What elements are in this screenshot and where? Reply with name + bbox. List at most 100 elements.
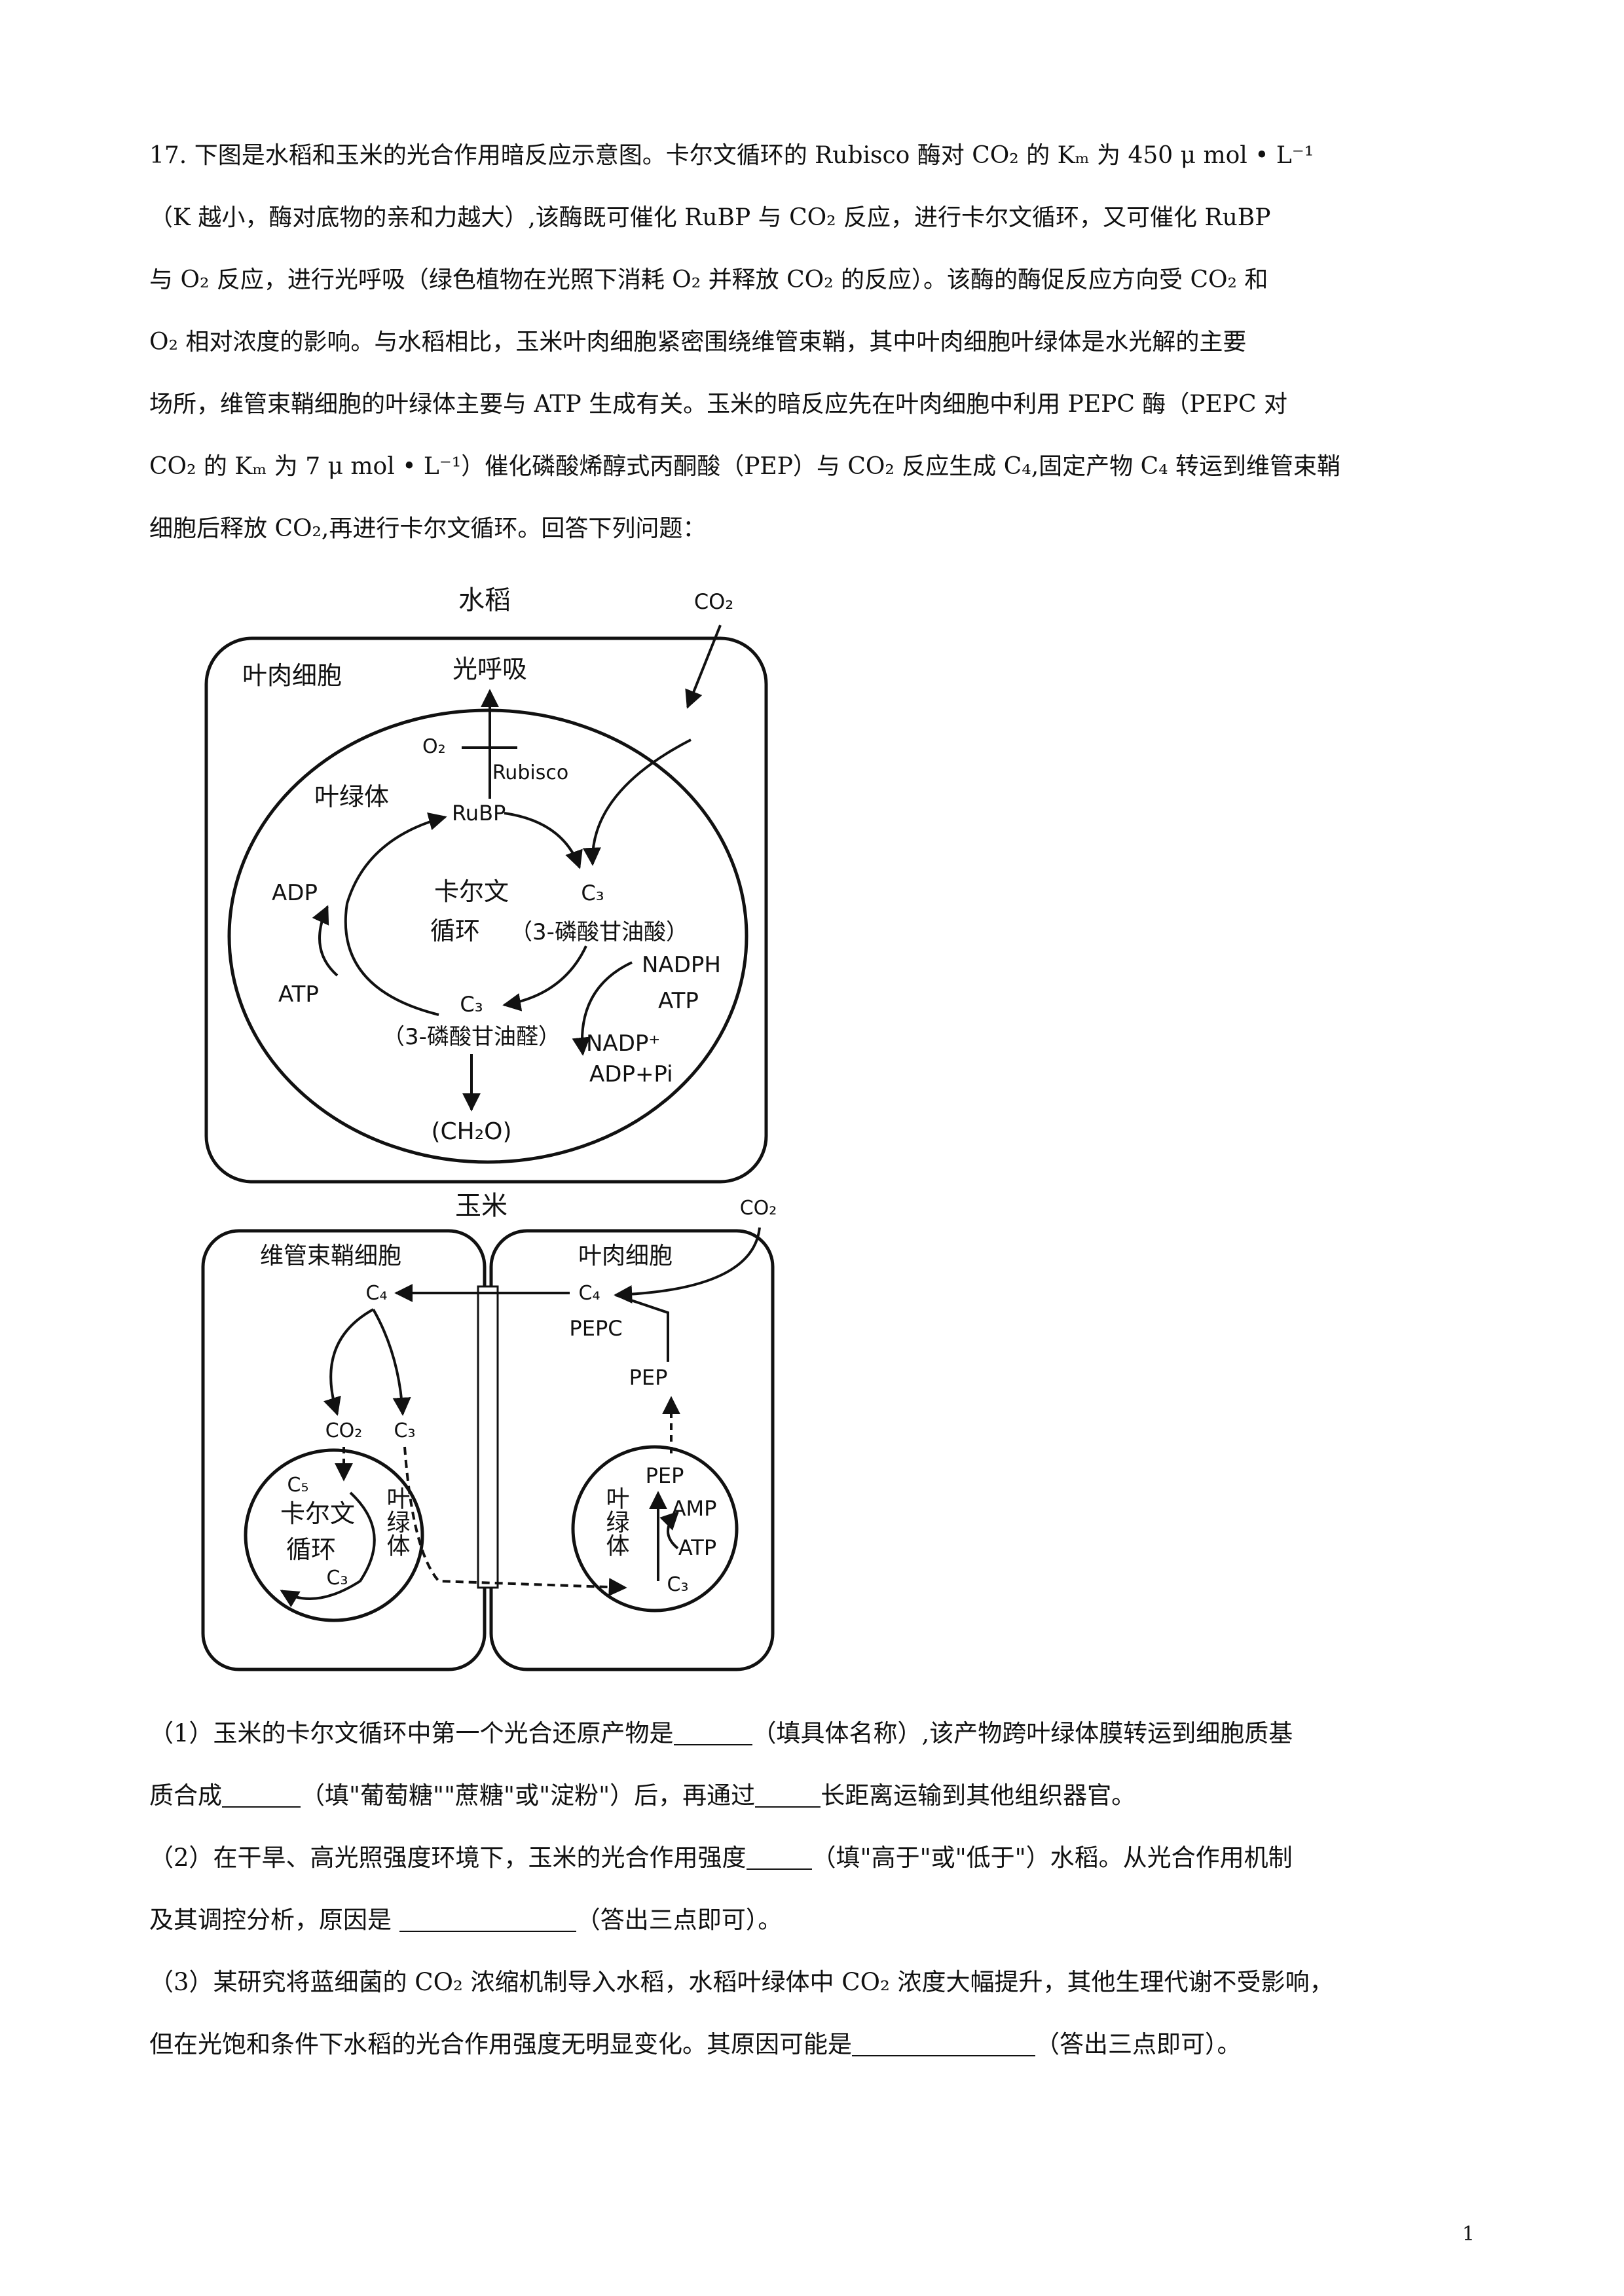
rubp-label: RuBP [452, 801, 506, 826]
maize-atp-label: ATP [678, 1535, 716, 1560]
c3-cycle-label: C₃ [327, 1567, 348, 1590]
sq3-line-1: （3）某研究将蓝细菌的 CO₂ 浓缩机制导入水稻，水稻叶绿体中 CO₂ 浓度大幅… [149, 1951, 1485, 2013]
mesophyll-chloroplast [571, 1445, 739, 1613]
intro-line-6: CO₂ 的 Kₘ 为 7 μ mol • L⁻¹）催化磷酸烯醇式丙酮酸（PEP）… [149, 453, 1341, 480]
c3-bottom-name: （3-磷酸甘油醛） [382, 1024, 561, 1050]
photorespiration-label: 光呼吸 [452, 655, 527, 683]
answer-blank-1[interactable] [673, 1718, 752, 1745]
c5-label: C₅ [287, 1474, 309, 1497]
arrow-maize-co2-in [614, 1227, 761, 1304]
rice-arrows [312, 625, 722, 1112]
nadp-label: NADP⁺ [586, 1030, 660, 1057]
cycle-label-2: 循环 [430, 917, 480, 945]
intro-line-1: 17. 下图是水稻和玉米的光合作用暗反应示意图。卡尔文循环的 Rubisco 酶… [149, 124, 1479, 187]
adp-pi-label: ADP+Pi [589, 1061, 673, 1087]
arrow-c3-to-rubp [344, 812, 447, 1016]
arrow-nadph-to-nadp [572, 961, 633, 1056]
maize-co2-label: CO₂ [740, 1197, 777, 1220]
arrow-c4-to-co2 [323, 1308, 374, 1416]
sq3-text-b: 但在光饱和条件下水稻的光合作用强度无明显变化。其原因可能是 [149, 2030, 852, 2058]
page-number: 1 [1462, 2223, 1475, 2246]
intro-text-1: 下图是水稻和玉米的光合作用暗反应示意图。卡尔文循环的 Rubisco 酶对 CO… [194, 142, 1314, 169]
rice-co2-label: CO₂ [694, 589, 733, 614]
answer-blank-4[interactable] [746, 1842, 812, 1870]
plasmodesma-channel [477, 1285, 499, 1589]
answer-blank-2[interactable] [222, 1780, 301, 1808]
ch2o-label: (CH₂O) [431, 1118, 511, 1145]
sq1-text-c: 质合成 [149, 1781, 222, 1810]
sq2-text-c: 及其调控分析，原因是 [149, 1906, 399, 1934]
pep-inner-label: PEP [646, 1463, 684, 1488]
bundle-sheath-label: 维管束鞘细胞 [260, 1243, 401, 1269]
sq3-text-c: （答出三点即可）。 [1035, 2030, 1242, 2058]
sq2-text-d: （答出三点即可）。 [576, 1906, 783, 1934]
arrow-co2-in [685, 625, 722, 709]
c3-top-label: C₃ [581, 881, 604, 905]
intro-line-3: 与 O₂ 反应，进行光呼吸（绿色植物在光照下消耗 O₂ 并释放 CO₂ 的反应）… [149, 266, 1268, 293]
rice-diagram: 水稻 CO₂ 叶肉细胞 光呼吸 叶绿体 O₂ Rubisco RuBP 卡尔文 … [204, 585, 768, 1184]
atp-left-label: ATP [278, 981, 319, 1008]
arrow-c3-to-mesophyll [403, 1446, 627, 1597]
rice-title: 水稻 [458, 585, 511, 615]
question-number: 17. [149, 142, 187, 169]
o2-label: O₂ [422, 735, 446, 758]
intro-line-7: 细胞后释放 CO₂,再进行卡尔文循环。回答下列问题： [149, 515, 707, 542]
photosynthesis-diagram: 水稻 CO₂ 叶肉细胞 光呼吸 叶绿体 O₂ Rubisco RuBP 卡尔文 … [201, 585, 777, 1671]
intro-line-4: O₂ 相对浓度的影响。与水稻相比，玉米叶肉细胞紧密围绕维管束鞘，其中叶肉细胞叶绿… [149, 329, 1247, 355]
cycle-label-1: 卡尔文 [434, 877, 509, 906]
maize-title: 玉米 [455, 1191, 507, 1221]
sub-question-2: （2）在干旱、高光照强度环境下，玉米的光合作用强度 （填"高于"或"低于"）水稻。… [149, 1827, 1485, 1951]
sq1-line-1: （1）玉米的卡尔文循环中第一个光合还原产物是 （填具体名称）,该产物跨叶绿体膜转运… [149, 1702, 1485, 1764]
sq1-text-a: （1）玉米的卡尔文循环中第一个光合还原产物是 [149, 1719, 674, 1747]
answer-blank-6[interactable] [852, 2029, 1035, 2056]
sq2-text-a: （2）在干旱、高光照强度环境下，玉米的光合作用强度 [149, 1844, 747, 1872]
adp-label: ADP [272, 880, 318, 906]
atp-right-label: ATP [658, 988, 699, 1014]
c4-left-label: C₄ [366, 1282, 388, 1305]
rice-mesophyll-cell [204, 636, 768, 1184]
pep-outer-label: PEP [629, 1365, 668, 1390]
chloroplast-left-label: 叶绿体 [383, 1486, 410, 1557]
sq1-line-2: 质合成 （填"葡萄糖""蔗糖"或"淀粉"）后，再通过 长距离运输到其他组织器官。 [149, 1764, 1485, 1827]
answer-blank-3[interactable] [755, 1780, 821, 1808]
arrow-atp-to-adp [312, 905, 339, 977]
arrow-rubp-to-c3 [504, 812, 583, 869]
maize-diagram: 玉米 CO₂ 维管束鞘细胞 叶肉细胞 C₄ C₄ PEPC PEP CO₂ C₃… [201, 1191, 777, 1671]
c3-top-name: （3-磷酸甘油酸） [510, 919, 688, 945]
maize-mesophyll-label: 叶肉细胞 [578, 1243, 673, 1269]
arrow-pep-to-c4 [615, 1294, 669, 1362]
sub-question-3: （3）某研究将蓝细菌的 CO₂ 浓缩机制导入水稻，水稻叶绿体中 CO₂ 浓度大幅… [149, 1951, 1485, 2075]
arrow-c3-to-c3 [502, 945, 587, 1011]
arrow-cycle-loop [280, 1491, 376, 1607]
sq2-line-2: 及其调控分析，原因是 （答出三点即可）。 [149, 1889, 1485, 1951]
arrow-c4-to-c3 [372, 1309, 411, 1416]
sub-question-1: （1）玉米的卡尔文循环中第一个光合还原产物是 （填具体名称）,该产物跨叶绿体膜转运… [149, 1702, 1485, 1827]
nadph-label: NADPH [642, 952, 721, 978]
chloroplast-right-label: 叶绿体 [602, 1486, 629, 1557]
sq3-text-a: （3）某研究将蓝细菌的 CO₂ 浓缩机制导入水稻，水稻叶绿体中 CO₂ 浓度大幅… [149, 1968, 1334, 1996]
sq3-line-2: 但在光饱和条件下水稻的光合作用强度无明显变化。其原因可能是 （答出三点即可）。 [149, 2013, 1485, 2075]
arrow-atp-to-amp [659, 1511, 679, 1550]
c3-inner-label: C₃ [394, 1419, 416, 1442]
rubisco-label: Rubisco [492, 761, 568, 784]
maize-cycle-label-1: 卡尔文 [280, 1499, 355, 1528]
co2-inner-label: CO₂ [325, 1419, 363, 1442]
amp-label: AMP [672, 1496, 717, 1521]
rice-chloroplast [227, 708, 748, 1164]
answer-blank-5[interactable] [399, 1904, 576, 1932]
maize-arrows [280, 1227, 761, 1607]
sq1-text-b: （填具体名称）,该产物跨叶绿体膜转运到细胞质基 [752, 1719, 1293, 1747]
sq2-text-b: （填"高于"或"低于"）水稻。从光合作用机制 [811, 1844, 1293, 1872]
rice-cell-label: 叶肉细胞 [242, 661, 342, 690]
sq1-text-e: 长距离运输到其他组织器官。 [821, 1781, 1136, 1810]
maize-cycle-label-2: 循环 [286, 1535, 336, 1564]
intro-line-2: （K 越小，酶对底物的亲和力越大）,该酶既可催化 RuBP 与 CO₂ 反应，进… [149, 204, 1271, 231]
sq1-text-d: （填"葡萄糖""蔗糖"或"淀粉"）后，再通过 [301, 1781, 756, 1810]
sq2-line-1: （2）在干旱、高光照强度环境下，玉米的光合作用强度 （填"高于"或"低于"）水稻。… [149, 1827, 1485, 1889]
c4-right-label: C₄ [579, 1282, 600, 1305]
question-intro: 17. 下图是水稻和玉米的光合作用暗反应示意图。卡尔文循环的 Rubisco 酶… [149, 124, 1479, 560]
c3-right-label: C₃ [667, 1573, 689, 1596]
bundle-sheath-chloroplast [244, 1448, 424, 1622]
arrow-co2-to-c3 [582, 738, 692, 866]
intro-line-5: 场所，维管束鞘细胞的叶绿体主要与 ATP 生成有关。玉米的暗反应先在叶肉细胞中利… [149, 391, 1288, 418]
